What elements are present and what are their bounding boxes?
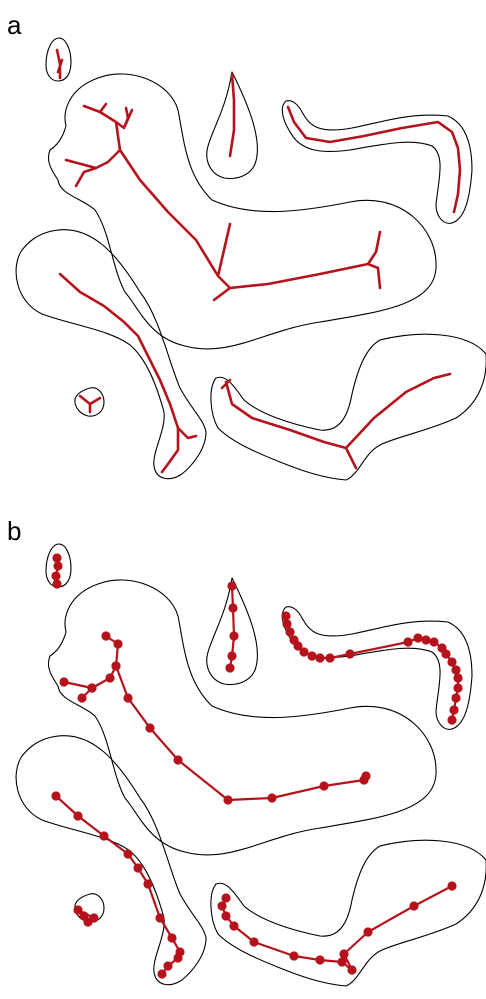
- graph-node: [339, 949, 348, 958]
- graph-node: [51, 571, 60, 580]
- graph-edge-8: [222, 886, 452, 970]
- graph-node: [451, 693, 460, 702]
- graph-node: [87, 683, 96, 692]
- graph-node: [449, 705, 458, 714]
- graph-node: [77, 693, 86, 702]
- graph-node: [173, 953, 182, 962]
- graph-node: [229, 631, 238, 640]
- graph-node: [143, 879, 152, 888]
- graph-node: [53, 561, 62, 570]
- graph-node: [99, 831, 108, 840]
- graph-node: [315, 955, 324, 964]
- graph-edge-2: [116, 666, 366, 800]
- graph-node: [221, 911, 230, 920]
- skeleton-drop: [230, 74, 234, 156]
- graph-node: [429, 637, 438, 646]
- graph-node: [447, 715, 456, 724]
- graph-node: [227, 651, 236, 660]
- graph-node: [157, 969, 166, 978]
- graph-node: [441, 649, 450, 658]
- graph-node: [315, 653, 324, 662]
- graph-node: [249, 937, 258, 946]
- graph-node: [403, 637, 412, 646]
- graph-node: [451, 665, 460, 674]
- graph-node: [217, 901, 226, 910]
- skeleton-body: [66, 104, 380, 300]
- graph-node: [229, 921, 238, 930]
- graph-node: [447, 881, 456, 890]
- graph-node: [155, 913, 164, 922]
- graph-node: [52, 553, 61, 562]
- graph-node: [282, 619, 291, 628]
- graph-node: [73, 811, 82, 820]
- graph-node: [51, 791, 60, 800]
- panel-label-a: a: [7, 10, 22, 40]
- graph-node: [413, 633, 422, 642]
- shape-outline-arc: [282, 607, 472, 730]
- shape-outline-arc: [282, 101, 472, 224]
- graph-node: [421, 635, 430, 644]
- graph-node: [221, 893, 230, 902]
- graph-node: [225, 663, 234, 672]
- graph-edges: [56, 558, 458, 974]
- graph-node: [101, 631, 110, 640]
- graph-node: [59, 677, 68, 686]
- skeleton-tri-small: [80, 396, 100, 412]
- graph-edge-5: [286, 616, 458, 720]
- skeleton-leg-right: [222, 374, 450, 468]
- graph-node: [281, 611, 290, 620]
- graph-node: [105, 673, 114, 682]
- graph-node: [337, 957, 346, 966]
- graph-node: [173, 755, 182, 764]
- graph-node: [133, 863, 142, 872]
- graph-node: [361, 771, 370, 780]
- graph-node: [363, 927, 372, 936]
- graph-node: [111, 661, 120, 670]
- panel-a: [16, 38, 486, 480]
- graph-node: [163, 961, 172, 970]
- skeleton-leg-left: [60, 274, 196, 472]
- panel-b: [16, 544, 486, 986]
- graph-node: [447, 657, 456, 666]
- graph-node: [325, 653, 334, 662]
- shape-outline-leg-right: [211, 334, 486, 480]
- graph-node: [409, 901, 418, 910]
- graph-node: [347, 965, 356, 974]
- graph-node: [89, 913, 98, 922]
- graph-edge-6: [56, 796, 180, 974]
- graph-node: [289, 951, 298, 960]
- graph-node: [453, 673, 462, 682]
- graph-node: [319, 781, 328, 790]
- graph-node: [167, 933, 176, 942]
- graph-node: [228, 603, 237, 612]
- graph-node: [223, 795, 232, 804]
- graph-node: [307, 651, 316, 660]
- skeleton-small-top: [57, 50, 62, 78]
- shape-outline-body: [48, 580, 436, 855]
- graph-node: [267, 793, 276, 802]
- graph-node: [73, 905, 82, 914]
- graph-node: [113, 639, 122, 648]
- panel-label-b: b: [7, 516, 21, 546]
- graph-node: [123, 693, 132, 702]
- skeleton-group: [57, 50, 460, 472]
- graph-node: [227, 581, 236, 590]
- graph-node: [123, 849, 132, 858]
- graph-node: [299, 647, 308, 656]
- graph-node: [345, 649, 354, 658]
- graph-node: [285, 627, 294, 636]
- graph-node: [52, 579, 61, 588]
- graph-node: [145, 723, 154, 732]
- graph-node: [453, 683, 462, 692]
